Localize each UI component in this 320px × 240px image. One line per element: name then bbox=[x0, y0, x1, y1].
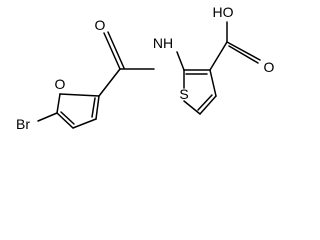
atom-acid-hydroxyl: HO bbox=[213, 4, 234, 20]
bond-c4t-c5t bbox=[199, 95, 217, 115]
bond-c5-c4 bbox=[56, 112, 74, 129]
bond-c2-o1 bbox=[59, 93, 100, 97]
bond-c5-c4-double bbox=[60, 111, 75, 125]
bond-c3-c2 bbox=[95, 95, 100, 120]
atom-thiophene-sulfur: S bbox=[179, 86, 188, 102]
atom-furan-oxygen: O bbox=[55, 76, 66, 92]
bond-c2-carbonyl bbox=[98, 68, 121, 97]
bond-acid-o bbox=[226, 41, 261, 61]
bond-carbonyl-o-double bbox=[107, 31, 125, 69]
atom-carbonyl-oxygen: O bbox=[95, 17, 106, 33]
bond-c4-c3 bbox=[72, 118, 97, 129]
atom-labels: Br O O NH S HO O bbox=[16, 4, 275, 132]
bond-acid-o-double bbox=[228, 45, 259, 64]
bonds bbox=[37, 21, 261, 129]
bond-c5-br bbox=[37, 112, 58, 122]
bond-c5t-s bbox=[183, 100, 201, 115]
bond-carbonyl-o bbox=[103, 32, 121, 70]
atom-amide-nh: NH bbox=[153, 35, 173, 51]
bond-n-thiophene bbox=[176, 51, 185, 71]
bond-c3-c2-double bbox=[91, 97, 96, 118]
atom-bromine: Br bbox=[16, 116, 30, 132]
atom-acid-oxygen: O bbox=[264, 59, 275, 75]
bond-c4t-c5t-double bbox=[197, 94, 213, 111]
bond-o1-c5 bbox=[56, 93, 61, 114]
bond-c3t-acid bbox=[209, 41, 228, 71]
chemical-structure: Br O O NH S HO O bbox=[16, 4, 275, 132]
bond-c3t-c4t bbox=[209, 69, 217, 97]
